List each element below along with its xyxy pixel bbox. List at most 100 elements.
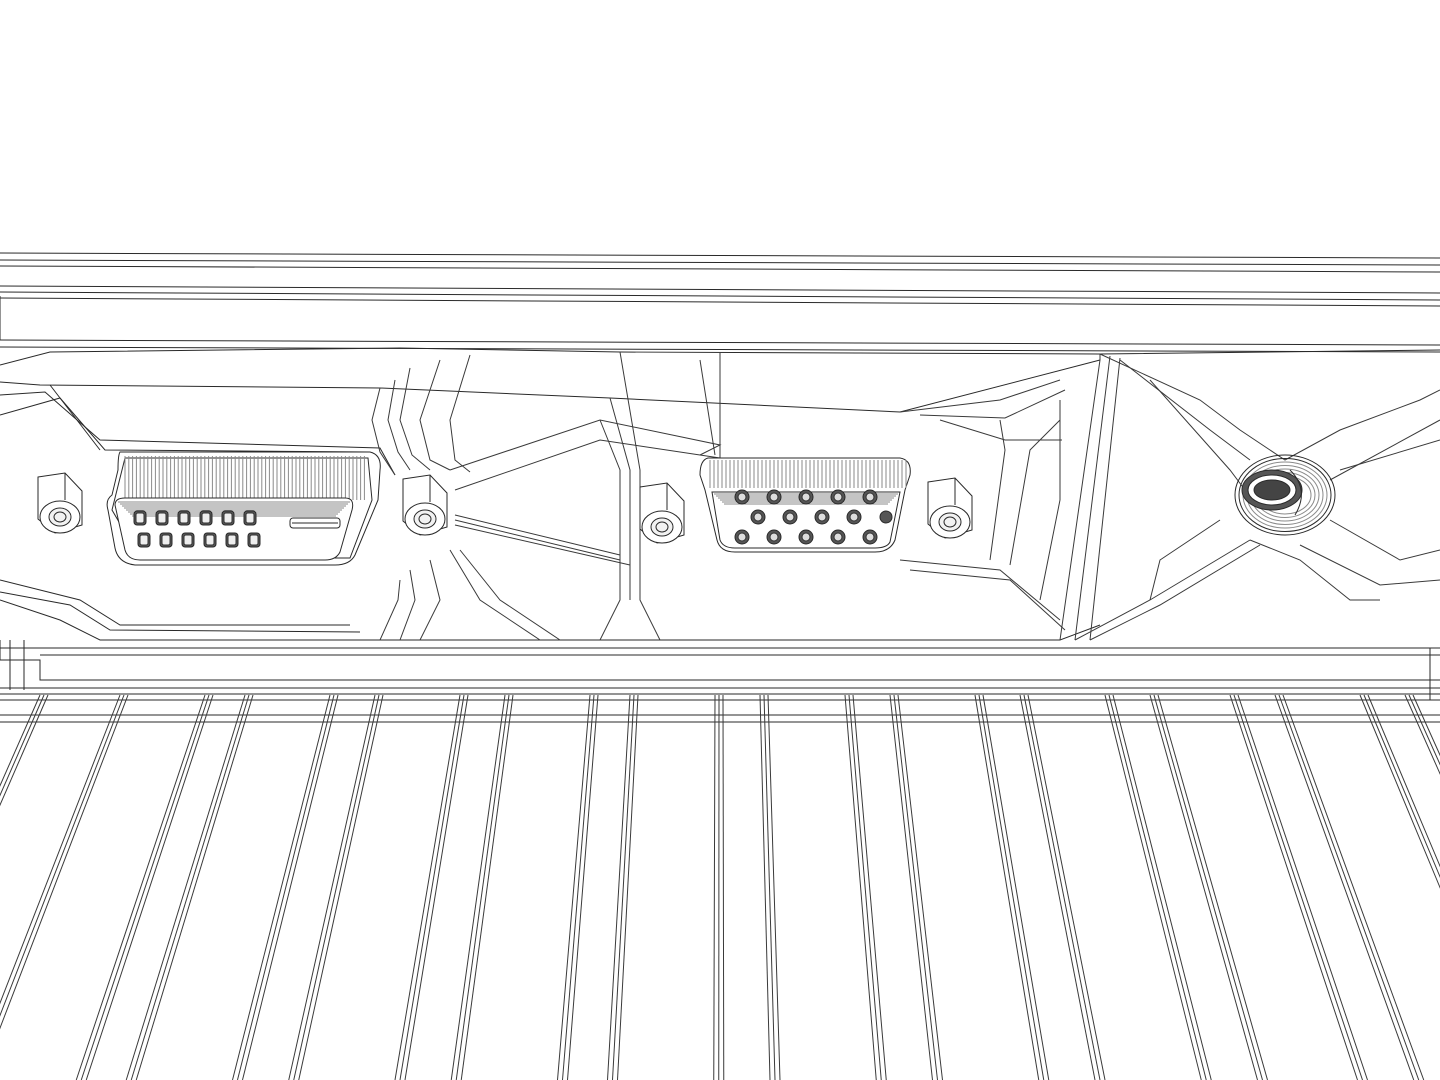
screw-hole — [938, 512, 962, 532]
dvi-pin-inner — [139, 534, 149, 546]
dvi-pin-inner — [205, 534, 215, 546]
heatsink-fin-line — [1153, 694, 1263, 1080]
heatsink-fin-line — [852, 694, 887, 1080]
heatsink-fin-line — [85, 694, 214, 1080]
dvi-port — [106, 451, 381, 566]
heatsink-fin-line — [1404, 694, 1440, 775]
heatsink-fin-line — [288, 694, 376, 1080]
screw-standoffs — [37, 472, 973, 544]
vga-pin-inner — [833, 492, 843, 502]
heatsink-fin-line — [125, 694, 246, 1080]
screw-hole-inner — [53, 511, 67, 523]
heatsink-fin-line — [1157, 694, 1268, 1080]
dvi-pin-inner — [161, 534, 171, 546]
heatsink-fin-line — [460, 694, 514, 1080]
vga-port — [699, 457, 911, 553]
heatsink-fin-line — [1408, 694, 1440, 766]
vga-pin-inner — [801, 492, 811, 502]
dvi-pin-inner — [135, 512, 145, 524]
vga-pin-inner — [737, 532, 747, 542]
vga-pin-inner — [769, 532, 779, 542]
heatsink-fin-line — [978, 694, 1045, 1080]
screw-hole — [413, 509, 437, 529]
heatsink-fins — [0, 694, 1440, 1080]
heatsink-fin-line — [298, 694, 384, 1080]
heatsink-fin-line — [1112, 694, 1212, 1080]
heatsink-fin-line — [404, 694, 469, 1080]
heatsink-fin-line — [889, 694, 933, 1080]
vga-pin-inner — [785, 512, 795, 522]
heatsink-fin-line — [557, 694, 591, 1080]
heatsink-fin-line — [1108, 694, 1207, 1080]
heatsink-fin-line — [1363, 694, 1440, 879]
vga-pin-inner — [753, 512, 763, 522]
dvi-pin-inner — [157, 512, 167, 524]
heatsink-fin-line — [0, 694, 45, 797]
screw-hole-inner — [943, 516, 957, 528]
dvi-pin-inner — [227, 534, 237, 546]
heatsink-fin-line — [0, 694, 125, 1017]
port-plate — [0, 347, 1440, 723]
heatsink-fin-line — [130, 694, 250, 1080]
screw-hole-inner — [655, 521, 669, 533]
heatsink-fin-line — [0, 694, 41, 787]
heatsink-fin-line — [1027, 694, 1106, 1080]
heatsink-fin-line — [713, 694, 716, 1080]
heatsink-fin-line — [612, 694, 635, 1080]
vga-socket — [711, 491, 901, 549]
heatsink-fin-line — [617, 694, 639, 1080]
heatsink-fin-line — [75, 694, 206, 1080]
top-rail — [0, 252, 1440, 353]
heatsink-fin-line — [1282, 694, 1425, 1080]
heatsink-fin-line — [399, 694, 465, 1080]
heatsink-fin-line — [848, 694, 882, 1080]
audio-jack-core — [1253, 479, 1291, 501]
plate-facets — [371, 351, 1440, 641]
heatsink-fin-line — [237, 694, 335, 1080]
heatsink-fin-line — [0, 694, 121, 1005]
heatsink-fin-line — [567, 694, 599, 1080]
heatsink-fin-line — [1359, 694, 1440, 889]
heatsink-fin-line — [1278, 694, 1420, 1080]
dvi-pin-inner — [245, 512, 255, 524]
heatsink-fin-line — [1019, 694, 1096, 1080]
heatsink-fin-line — [1237, 694, 1368, 1080]
heatsink-fin-line — [607, 694, 631, 1080]
vga-pin-inner — [833, 532, 843, 542]
heatsink-fin-line — [1233, 694, 1363, 1080]
heatsink-fin-line — [759, 694, 771, 1080]
heatsink-fin-line — [394, 694, 461, 1080]
heatsink-fin-line — [1023, 694, 1101, 1080]
vga-pin — [879, 510, 893, 524]
vga-pin-inner — [865, 492, 875, 502]
dvi-pin-inner — [223, 512, 233, 524]
dvi-socket — [114, 497, 354, 561]
vga-pin-inner — [817, 512, 827, 522]
heatsink-fin-line — [982, 694, 1050, 1080]
audio-jack-ring — [1234, 454, 1336, 536]
dvi-pin-inner — [249, 534, 259, 546]
heatsink-fin-line — [232, 694, 331, 1080]
heatsink-fin-line — [450, 694, 506, 1080]
heatsink-fin-line — [242, 694, 339, 1080]
heatsink-fin-line — [897, 694, 943, 1080]
audio-jack-edge — [1289, 469, 1302, 516]
heatsink-fin-line — [1104, 694, 1202, 1080]
dvi-pin-inner — [183, 534, 193, 546]
heatsink-fin-line — [1412, 694, 1440, 757]
heatsink-fin-line — [1149, 694, 1258, 1080]
heatsink-fin-line — [80, 694, 210, 1080]
heatsink-fin-line — [974, 694, 1040, 1080]
heatsink-fin-line — [893, 694, 938, 1080]
heatsink-fin-line — [0, 694, 49, 807]
dvi-pin-inner — [201, 512, 211, 524]
heatsink-fin-line — [0, 694, 129, 1030]
heatsink-fin-line — [1367, 694, 1440, 868]
vga-pin-inner — [849, 512, 859, 522]
vga-pin-inner — [769, 492, 779, 502]
heatsink-fin-line — [293, 694, 380, 1080]
heatsink-fin-line — [135, 694, 254, 1080]
vga-pin-inner — [737, 492, 747, 502]
